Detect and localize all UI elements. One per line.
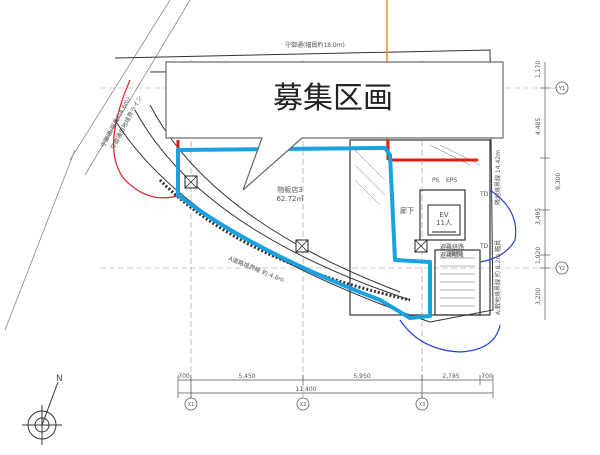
blue-door-arc-lower <box>399 319 501 353</box>
evac-stair-label: 避難階段 <box>440 251 464 259</box>
dim-bottom-4: 2,785 <box>442 373 459 380</box>
dim-right-3: 9,300 <box>555 173 562 190</box>
tenant-area-outline <box>176 146 432 320</box>
right-note-2: A:敷地境界線 約 8.2m 幅員 <box>494 240 502 315</box>
right-dimension-line <box>540 62 550 320</box>
red-door-arc <box>113 79 181 199</box>
callout-title: 募集区画 <box>273 81 393 116</box>
dim-bottom-total: 11,400 <box>296 386 317 393</box>
stair-hatch <box>440 257 475 307</box>
dim-bottom-2: 5,450 <box>238 373 255 380</box>
dim-right-6: 3,200 <box>535 288 542 305</box>
road-top-label: 守御通(幅員約18.0m) <box>285 41 345 49</box>
dim-right-5: 1,920 <box>535 247 542 264</box>
ev-sub-label: 11人 <box>436 219 452 227</box>
td-label-2: TD <box>479 243 489 250</box>
eps-label: EPS <box>446 177 457 184</box>
ev-label: EV <box>439 211 448 219</box>
shop-name: 物販店3 <box>277 185 302 194</box>
callout-box <box>165 61 504 191</box>
stair-label: 階段 <box>449 248 463 257</box>
axis-x1: X1 <box>188 402 195 408</box>
td-label-1: TD <box>479 191 489 198</box>
ps-label: PS <box>432 177 440 184</box>
north-compass <box>22 381 62 445</box>
axis-y1: Y1 <box>558 86 565 92</box>
axis-y2: Y2 <box>558 266 565 272</box>
right-note-1: 隣地境界線 14.42m <box>494 150 502 205</box>
road-boundary-lines <box>4 0 191 331</box>
elevator-box <box>427 204 461 236</box>
blue-door-arc-upper <box>479 189 517 263</box>
north-label: N <box>56 374 63 384</box>
shop-area: 62.72㎡ <box>276 195 303 203</box>
corridor-label: 廊下 <box>400 206 414 215</box>
dim-bottom-1: 700 <box>178 373 190 380</box>
dim-right-4: 3,495 <box>535 208 542 225</box>
axis-x2: X2 <box>300 402 307 408</box>
grid-axis-markers <box>184 81 569 411</box>
bottom-dimension-line <box>177 375 494 398</box>
dim-bottom-5: 700 <box>481 373 493 380</box>
column-crosses <box>184 175 428 253</box>
axis-x3: X3 <box>419 402 426 408</box>
evac-route-label: 避難経路 <box>440 243 464 251</box>
core-hatch <box>354 144 481 206</box>
dim-right-2: 4,485 <box>535 118 542 135</box>
dim-right-1: 1,170 <box>535 61 542 78</box>
dim-bottom-3: 5,950 <box>353 373 370 380</box>
